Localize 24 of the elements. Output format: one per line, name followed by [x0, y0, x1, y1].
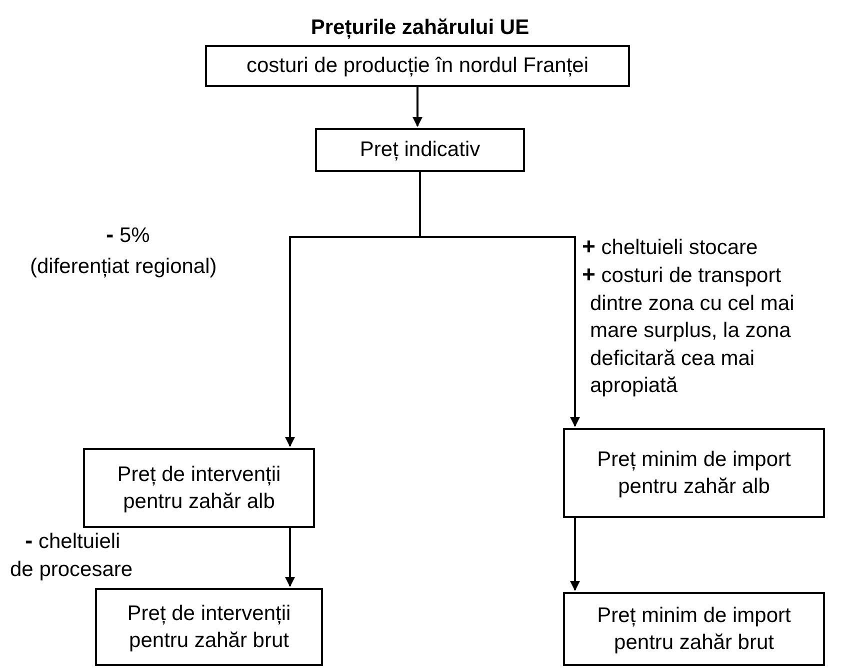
box-text: Preț de intervenții pentru zahăr brut — [126, 600, 292, 654]
process-box — [563, 592, 825, 666]
box-text: Preț indicativ — [360, 137, 480, 164]
arrow — [570, 518, 580, 591]
arrow — [285, 528, 295, 587]
process-box — [315, 128, 525, 172]
note-text: (diferențiat regional) — [30, 254, 218, 280]
note-text: dintre zona cu cel mai mare surplus, la zona deficitară cea mai apropiată — [590, 291, 796, 399]
note-text: + cheltuieli stocare — [582, 232, 759, 261]
process-box — [95, 588, 323, 666]
note-text: + costuri de transport — [582, 260, 782, 289]
box-text: Preț minim de import pentru zahăr alb — [596, 446, 792, 500]
process-box — [83, 448, 315, 528]
arrow — [419, 172, 580, 427]
note-text: - cheltuieli — [25, 526, 122, 555]
arrow — [412, 87, 422, 127]
box-text: Preț de intervenții pentru zahăr alb — [116, 462, 282, 515]
note-text: de procesare — [10, 557, 134, 583]
note-text: - 5% — [106, 220, 151, 249]
box-text: costuri de producție în nordul Franței — [246, 53, 589, 80]
process-box — [205, 45, 630, 87]
process-box — [563, 428, 825, 518]
diagram-title: Prețurile zahărului UE — [310, 16, 530, 40]
box-text: Preț minim de import pentru zahăr brut — [596, 602, 792, 656]
